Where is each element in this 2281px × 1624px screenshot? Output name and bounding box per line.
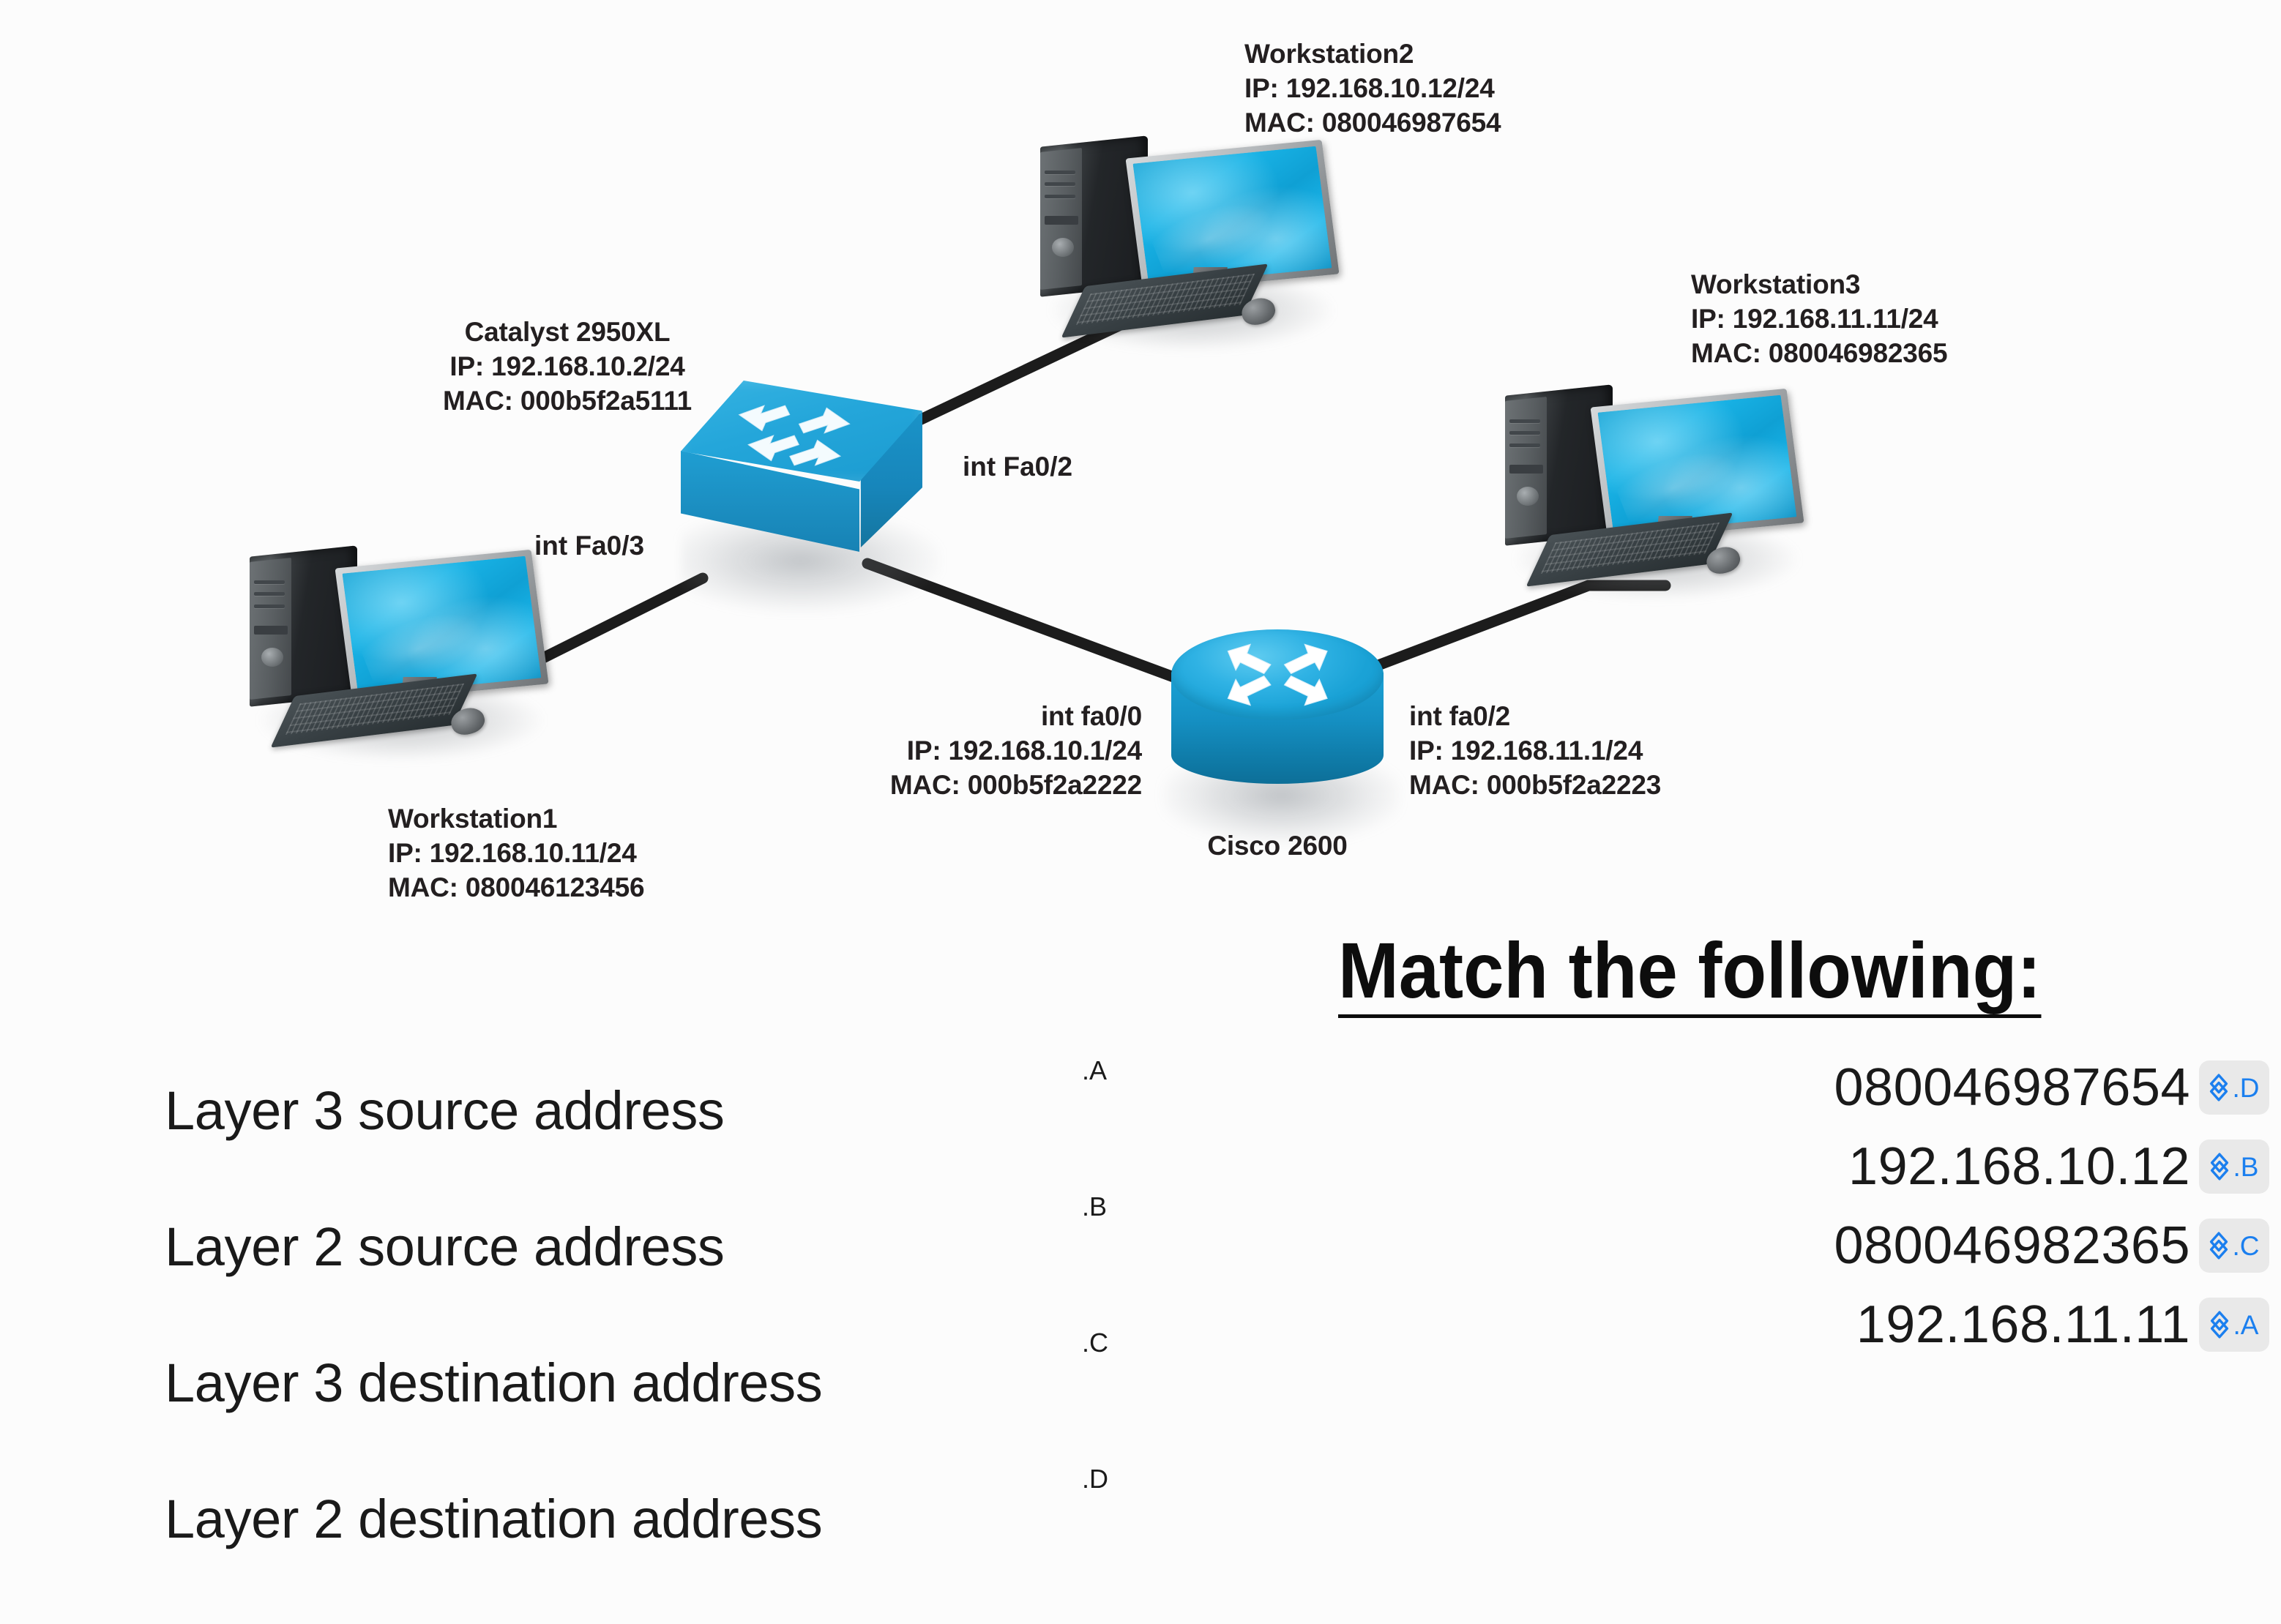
prompt-marker: .D (1082, 1464, 1108, 1494)
answer-dropdown-1[interactable]: .D (2199, 1060, 2269, 1115)
switch-arrows-icon (705, 389, 884, 482)
prompts-list: Layer 3 source address .A Layer 2 source… (165, 1058, 1138, 1602)
answer-row: 080046982365 .C (1603, 1206, 2269, 1285)
router-fa00-name: int fa0/0 (1040, 701, 1142, 731)
answer-value: 080046987654 (1834, 1058, 2190, 1117)
router-fa00-mac: MAC: 000b5f2a2222 (889, 770, 1142, 800)
prompt-marker: .B (1082, 1191, 1108, 1221)
workstation1-mac: MAC: 080046123456 (388, 872, 645, 902)
answer-row: 192.168.10.12 .B (1603, 1127, 2269, 1206)
router-fa02-name: int fa0/2 (1409, 701, 1511, 731)
pc-drive-slot (1509, 465, 1543, 474)
workstation1-ip: IP: 192.168.10.11/24 (388, 838, 637, 868)
prompt-label: Layer 2 source address (165, 1216, 725, 1277)
workstation2-ip: IP: 192.168.10.12/24 (1244, 73, 1495, 103)
pc-vent (1509, 443, 1540, 447)
pc-vent (1044, 182, 1075, 187)
router-fa02-mac: MAC: 000b5f2a2223 (1409, 770, 1662, 800)
prompt-row: Layer 3 source address .A (165, 1058, 1138, 1194)
pc-drive-slot (253, 626, 288, 635)
interface-label-fa03: int Fa0/3 (534, 531, 645, 561)
workstation2-mac: MAC: 080046987654 (1244, 108, 1501, 138)
pc-monitor-screen (1597, 394, 1797, 535)
answers-list: 080046987654 .D 192.168.10.12 .B 0800469… (1603, 1048, 2269, 1364)
switch-name: Catalyst 2950XL (464, 317, 671, 347)
answer-letter: .C (2232, 1230, 2260, 1261)
workstation3-label: Workstation3 IP: 192.168.11.11/24 MAC: 0… (1691, 267, 1948, 370)
router-arrows-icon (1197, 635, 1358, 714)
prompt-label: Layer 3 destination address (165, 1352, 823, 1413)
workstation2-name: Workstation2 (1244, 39, 1414, 69)
workstation3-ip: IP: 192.168.11.11/24 (1691, 304, 1938, 334)
pc-monitor-screen (1132, 146, 1332, 286)
pc-vent (253, 580, 285, 584)
pc-drive-slot (1044, 216, 1078, 225)
answer-dropdown-2[interactable]: .B (2199, 1140, 2269, 1194)
answer-row: 192.168.11.11 .A (1603, 1285, 2269, 1364)
workstation2-icon (1032, 117, 1340, 359)
pc-vent (1044, 170, 1075, 174)
workstation1-label: Workstation1 IP: 192.168.10.11/24 MAC: 0… (388, 801, 645, 905)
prompt-marker: .C (1082, 1328, 1108, 1358)
chevron-updown-icon (2210, 1311, 2228, 1339)
router-fa00-label: int fa0/0 IP: 192.168.10.1/24 MAC: 000b5… (776, 699, 1142, 802)
router-fa00-ip: IP: 192.168.10.1/24 (906, 736, 1142, 766)
switch-label: Catalyst 2950XL IP: 192.168.10.2/24 MAC:… (395, 315, 739, 418)
router-fa02-label: int fa0/2 IP: 192.168.11.1/24 MAC: 000b5… (1409, 699, 1661, 802)
answer-letter: .A (2233, 1309, 2259, 1340)
workstation1-name: Workstation1 (388, 804, 558, 834)
interface-label-fa02: int Fa0/2 (963, 452, 1073, 482)
chevron-updown-icon (2209, 1232, 2228, 1260)
workstation3-name: Workstation3 (1691, 269, 1861, 299)
answer-dropdown-3[interactable]: .C (2199, 1219, 2269, 1273)
prompt-row: Layer 2 source address .B (165, 1194, 1138, 1330)
cisco-router-icon (1162, 629, 1401, 843)
prompt-label: Layer 2 destination address (165, 1489, 823, 1549)
switch-mac: MAC: 000b5f2a5111 (442, 386, 692, 416)
prompt-label: Layer 3 source address (165, 1080, 725, 1141)
pc-vent (253, 592, 285, 596)
catalyst-switch-icon (681, 381, 942, 613)
switch-ip: IP: 192.168.10.2/24 (449, 351, 685, 381)
router-caption: Cisco 2600 (1207, 831, 1348, 861)
pc-vent (1509, 431, 1540, 435)
workstation3-mac: MAC: 080046982365 (1691, 338, 1948, 368)
answer-value: 192.168.10.12 (1848, 1137, 2190, 1196)
workstation3-icon (1497, 366, 1804, 607)
pc-power-button (261, 648, 284, 667)
workstation2-label: Workstation2 IP: 192.168.10.12/24 MAC: 0… (1244, 37, 1501, 140)
pc-power-button (1517, 487, 1539, 506)
link-router-ws3 (1370, 580, 1594, 672)
answer-value: 192.168.11.11 (1856, 1295, 2190, 1354)
answer-dropdown-4[interactable]: .A (2199, 1298, 2269, 1352)
router-top-face (1171, 629, 1384, 721)
network-links (507, 236, 1671, 690)
prompt-row: Layer 3 destination address .C (165, 1330, 1138, 1466)
prompt-marker: .A (1082, 1055, 1108, 1085)
pc-vent (253, 604, 285, 608)
chevron-updown-icon (2209, 1074, 2228, 1101)
chevron-updown-icon (2210, 1153, 2228, 1180)
router-fa02-ip: IP: 192.168.11.1/24 (1409, 736, 1643, 766)
answer-letter: .B (2233, 1151, 2259, 1182)
answer-row: 080046987654 .D (1603, 1048, 2269, 1127)
pc-monitor-screen (341, 555, 542, 696)
workstation1-icon (242, 527, 549, 768)
match-title: Match the following: (1338, 931, 2042, 1018)
pc-vent (1509, 419, 1540, 423)
answer-value: 080046982365 (1834, 1216, 2190, 1275)
answer-letter: .D (2232, 1072, 2260, 1103)
link-switch-router (862, 558, 1199, 690)
pc-power-button (1052, 238, 1075, 257)
pc-vent (1044, 194, 1075, 198)
prompt-row: Layer 2 destination address .D (165, 1466, 1138, 1602)
